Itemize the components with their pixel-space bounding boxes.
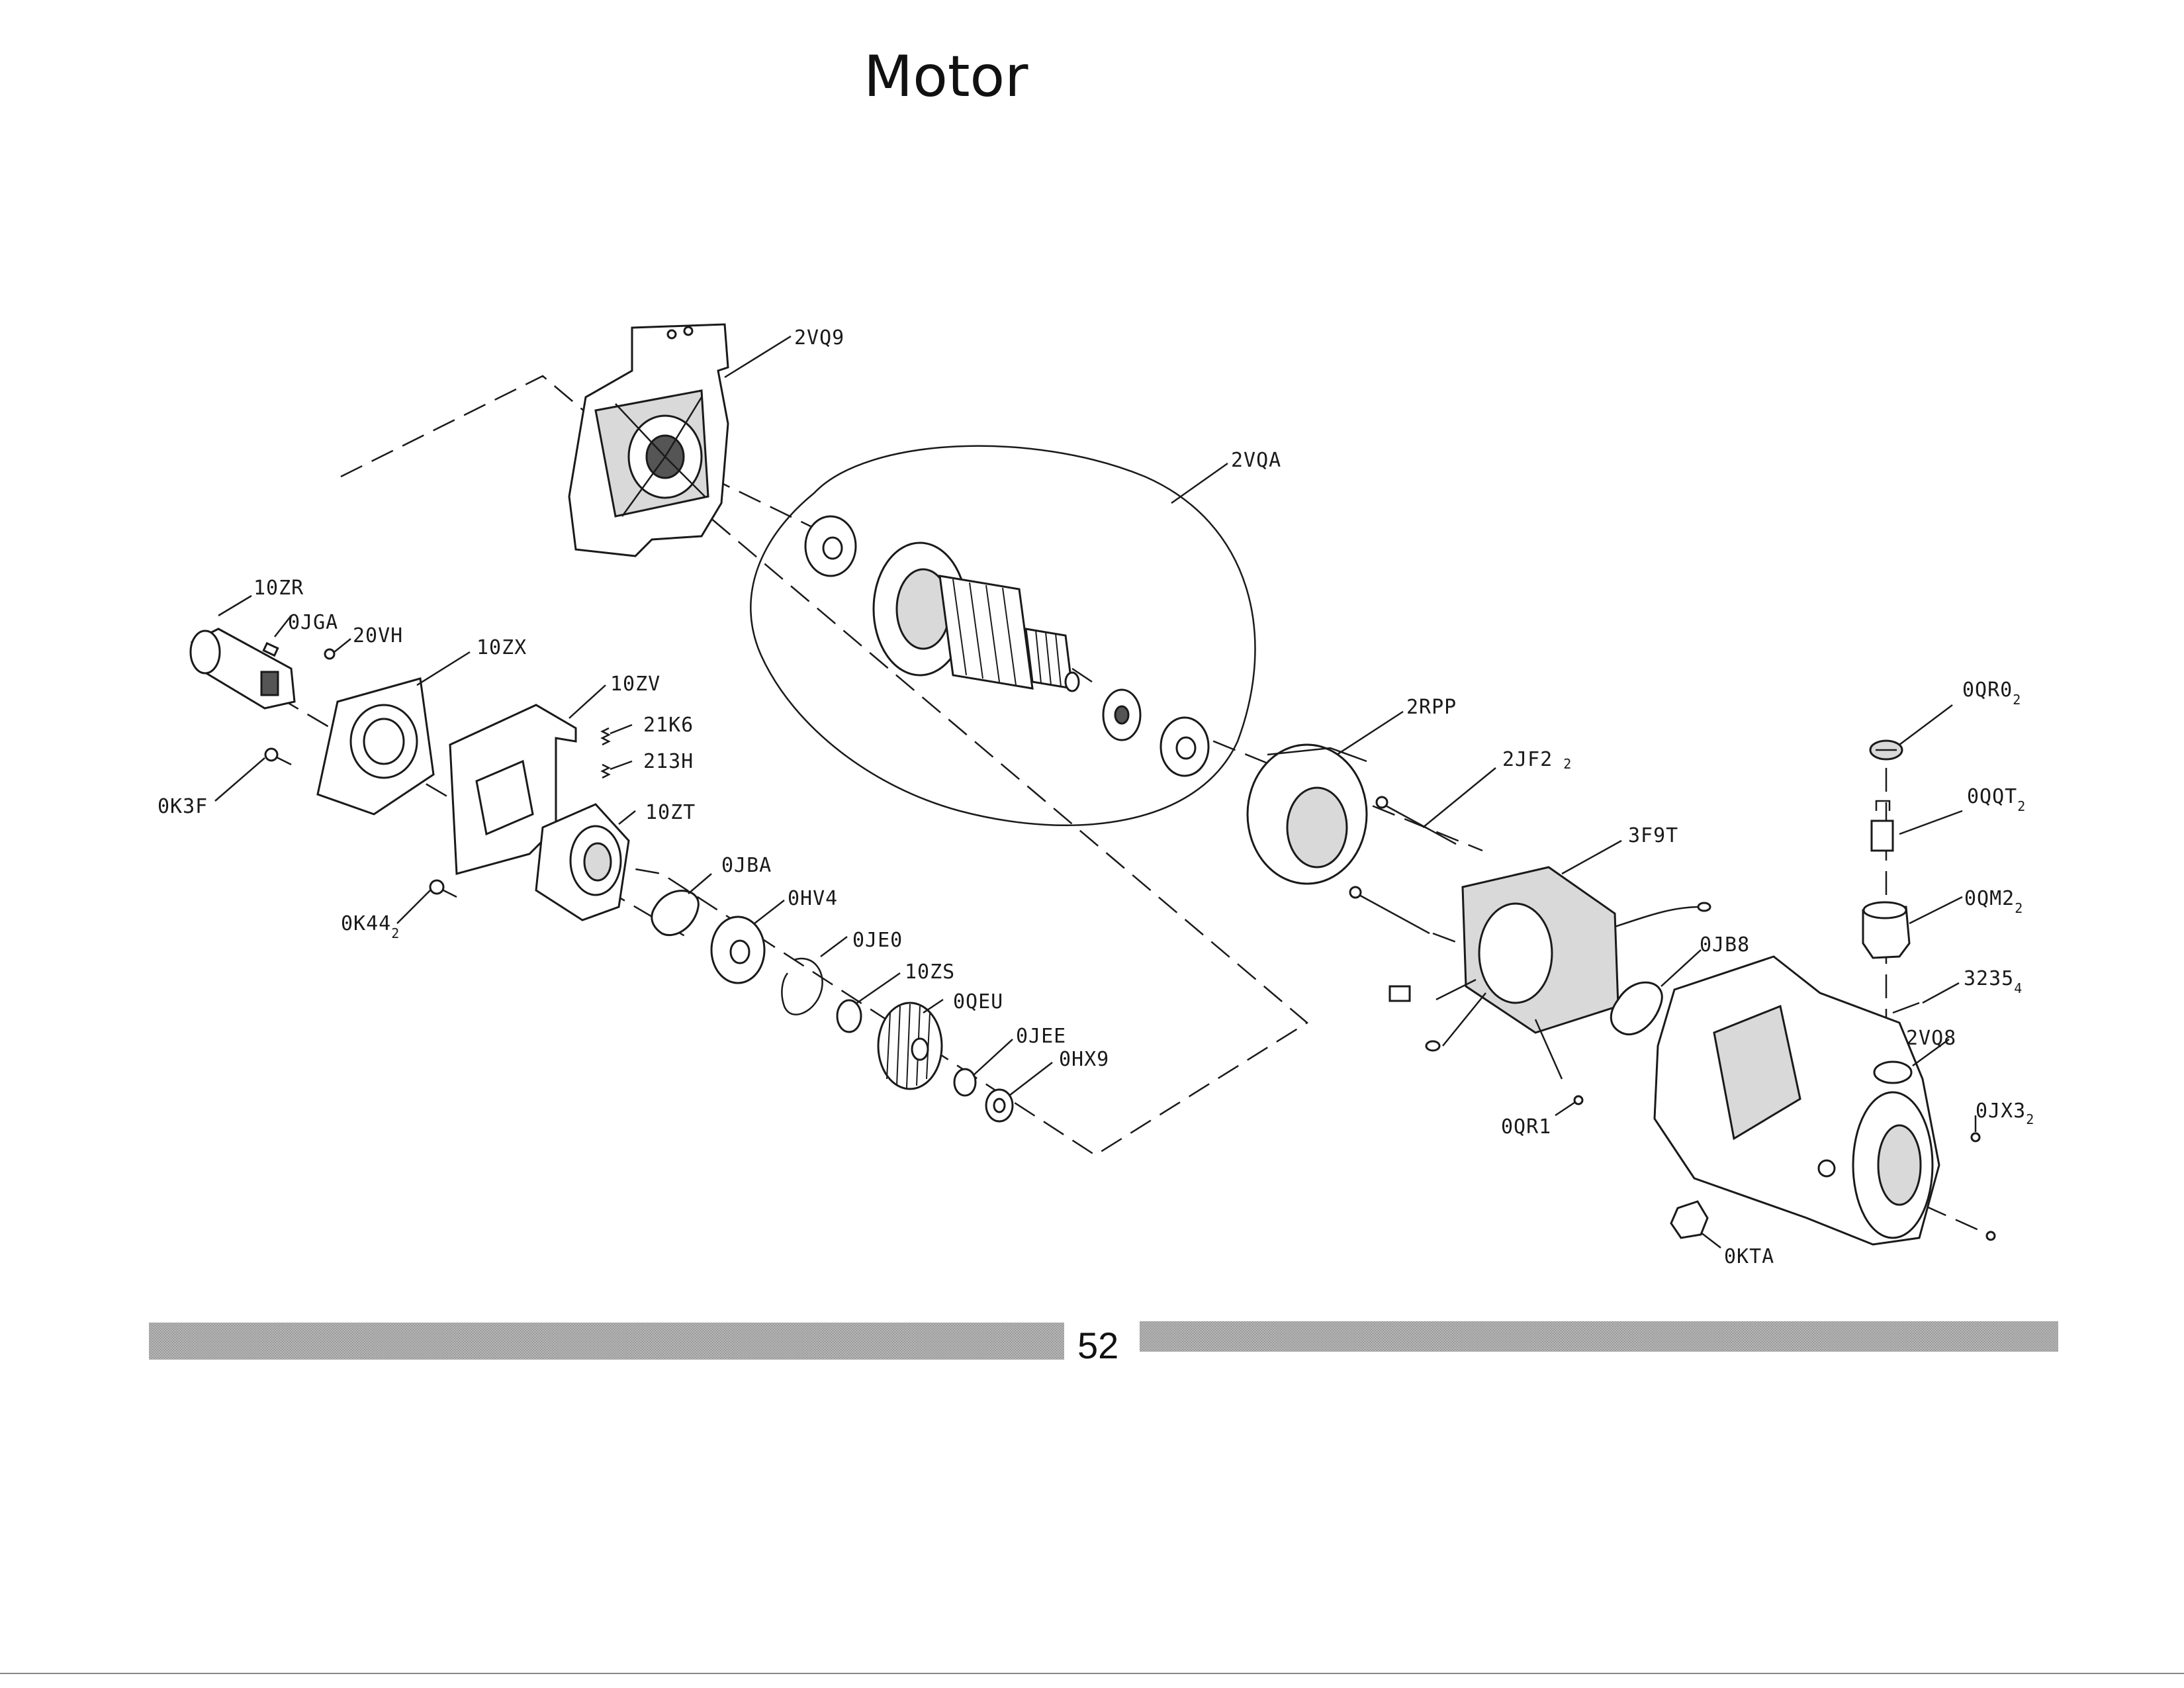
label-0je0: 0JE0 [852, 929, 903, 952]
seal-ring [651, 890, 700, 937]
spring-lower [600, 763, 611, 779]
screw-0jx3 [1970, 1132, 1981, 1143]
label-0qr1: 0QR1 [1501, 1115, 1551, 1139]
pin-0qr1 [1573, 1095, 1584, 1105]
key [262, 641, 279, 657]
screw-head-0k44 [429, 879, 445, 895]
label-0k3f: 0K3F [158, 795, 208, 818]
page-number: 52 [1077, 1325, 1118, 1366]
label-0jga: 0JGA [288, 611, 338, 634]
axis-line-upper [707, 475, 818, 531]
brush-holder [1862, 901, 1911, 959]
spindle [189, 628, 296, 710]
label-2vqa: 2VQA [1231, 449, 1281, 472]
label-2vq9: 2VQ9 [794, 326, 844, 350]
motor-housing [1653, 955, 1940, 1246]
label-3f9t: 3F9T [1628, 824, 1678, 847]
small-screw [324, 648, 336, 660]
screw-0jx3-lower [1985, 1231, 1996, 1241]
washer-10zs [836, 999, 862, 1033]
label-10zx: 10ZX [477, 636, 527, 659]
bearing-housing [535, 803, 630, 921]
label-0hv4: 0HV4 [788, 887, 838, 910]
stator [1388, 866, 1711, 1080]
label-0jba: 0JBA [721, 854, 772, 877]
baffle-ring [1246, 743, 1368, 885]
brush-cap [1869, 739, 1903, 761]
label-2vq8: 2VQ8 [1906, 1027, 1956, 1050]
page-title: Motor [864, 44, 1028, 110]
label-0kta: 0KTA [1724, 1245, 1774, 1268]
screw-head-0k3f [264, 747, 279, 762]
label-213h: 213H [643, 750, 694, 773]
label-0hx9: 0HX9 [1059, 1048, 1109, 1071]
armature-group-outline [750, 445, 1256, 827]
label-10zt: 10ZT [645, 801, 696, 824]
assembly-outline [340, 375, 1309, 1156]
bearing-0hv4 [710, 915, 766, 984]
label-0qqt: 0QQT2 [1967, 785, 2026, 814]
bushing-0hx9 [985, 1088, 1014, 1123]
footer-bar-left [149, 1323, 1064, 1360]
label-2rpp: 2RPP [1406, 696, 1457, 719]
label-0jee: 0JEE [1016, 1025, 1066, 1048]
washer-0jee [953, 1068, 977, 1097]
label-0qr0: 0QR02 [1962, 679, 2021, 708]
gasket-ring [1610, 981, 1663, 1036]
armature-assembly [804, 515, 1210, 777]
leader-lines [214, 335, 1977, 1248]
gear-housing-cover [568, 323, 729, 557]
label-10zs: 10ZS [905, 961, 955, 984]
label-0jb8: 0JB8 [1700, 933, 1750, 957]
carbon-brush [1870, 800, 1894, 852]
label-0jx3: 0JX32 [1976, 1100, 2034, 1127]
gear-case-plate [316, 677, 435, 816]
retaining-ring [781, 957, 823, 1015]
axis-line-main [1181, 727, 1483, 852]
spring-upper [600, 727, 611, 746]
label-3235: 32354 [1964, 967, 2023, 996]
label-20vh: 20VH [353, 624, 403, 647]
label-0k44: 0K442 [341, 912, 400, 941]
screw-3235 [1892, 1002, 1920, 1014]
label-0qm2: 0QM22 [1964, 887, 2023, 916]
drive-gear [877, 1002, 943, 1090]
label-21k6: 21K6 [643, 714, 694, 737]
label-10zv: 10ZV [610, 673, 660, 696]
nut-0kta [1670, 1200, 1709, 1239]
label-0qeu: 0QEU [953, 990, 1003, 1013]
long-screws [1349, 796, 1457, 935]
label-10zr: 10ZR [253, 577, 304, 600]
footer-bar-right [1140, 1321, 2058, 1352]
